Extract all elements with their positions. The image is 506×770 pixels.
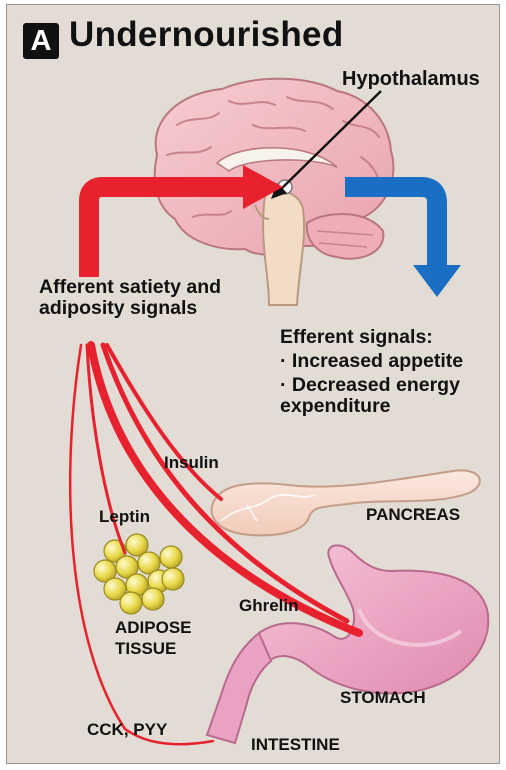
figure-panel: A Undernourished Hypothalamus Afferent s… xyxy=(6,4,500,764)
efferent-signals-heading: Efferent signals: xyxy=(280,327,433,348)
brainstem xyxy=(263,191,304,305)
insulin-pathway xyxy=(107,345,221,499)
adipose-tissue-cells xyxy=(94,534,184,614)
cerebellum xyxy=(307,214,384,259)
pancreas-organ xyxy=(212,470,480,535)
hypothalamus-label: Hypothalamus xyxy=(342,68,480,91)
panel-title: Undernourished xyxy=(69,15,344,55)
cck-pyy-label: CCK, PYY xyxy=(87,720,167,740)
pancreas-label: PANCREAS xyxy=(366,505,460,525)
efferent-arrowhead xyxy=(413,265,461,297)
panel-letter-badge: A xyxy=(23,23,59,59)
stomach-label: STOMACH xyxy=(340,688,426,708)
stomach-organ xyxy=(259,545,488,693)
intestine-label: INTESTINE xyxy=(251,735,340,755)
efferent-item-appetite: · Increased appetite xyxy=(280,350,463,373)
insulin-label: Insulin xyxy=(164,453,219,473)
ghrelin-label: Ghrelin xyxy=(239,596,299,616)
leptin-label: Leptin xyxy=(99,507,150,527)
afferent-signals-label: Afferent satiety and adiposity signals xyxy=(39,277,259,319)
adipose-tissue-label: ADIPOSE TISSUE xyxy=(115,617,235,659)
efferent-item-energy: · Decreased energy expenditure xyxy=(280,375,500,417)
